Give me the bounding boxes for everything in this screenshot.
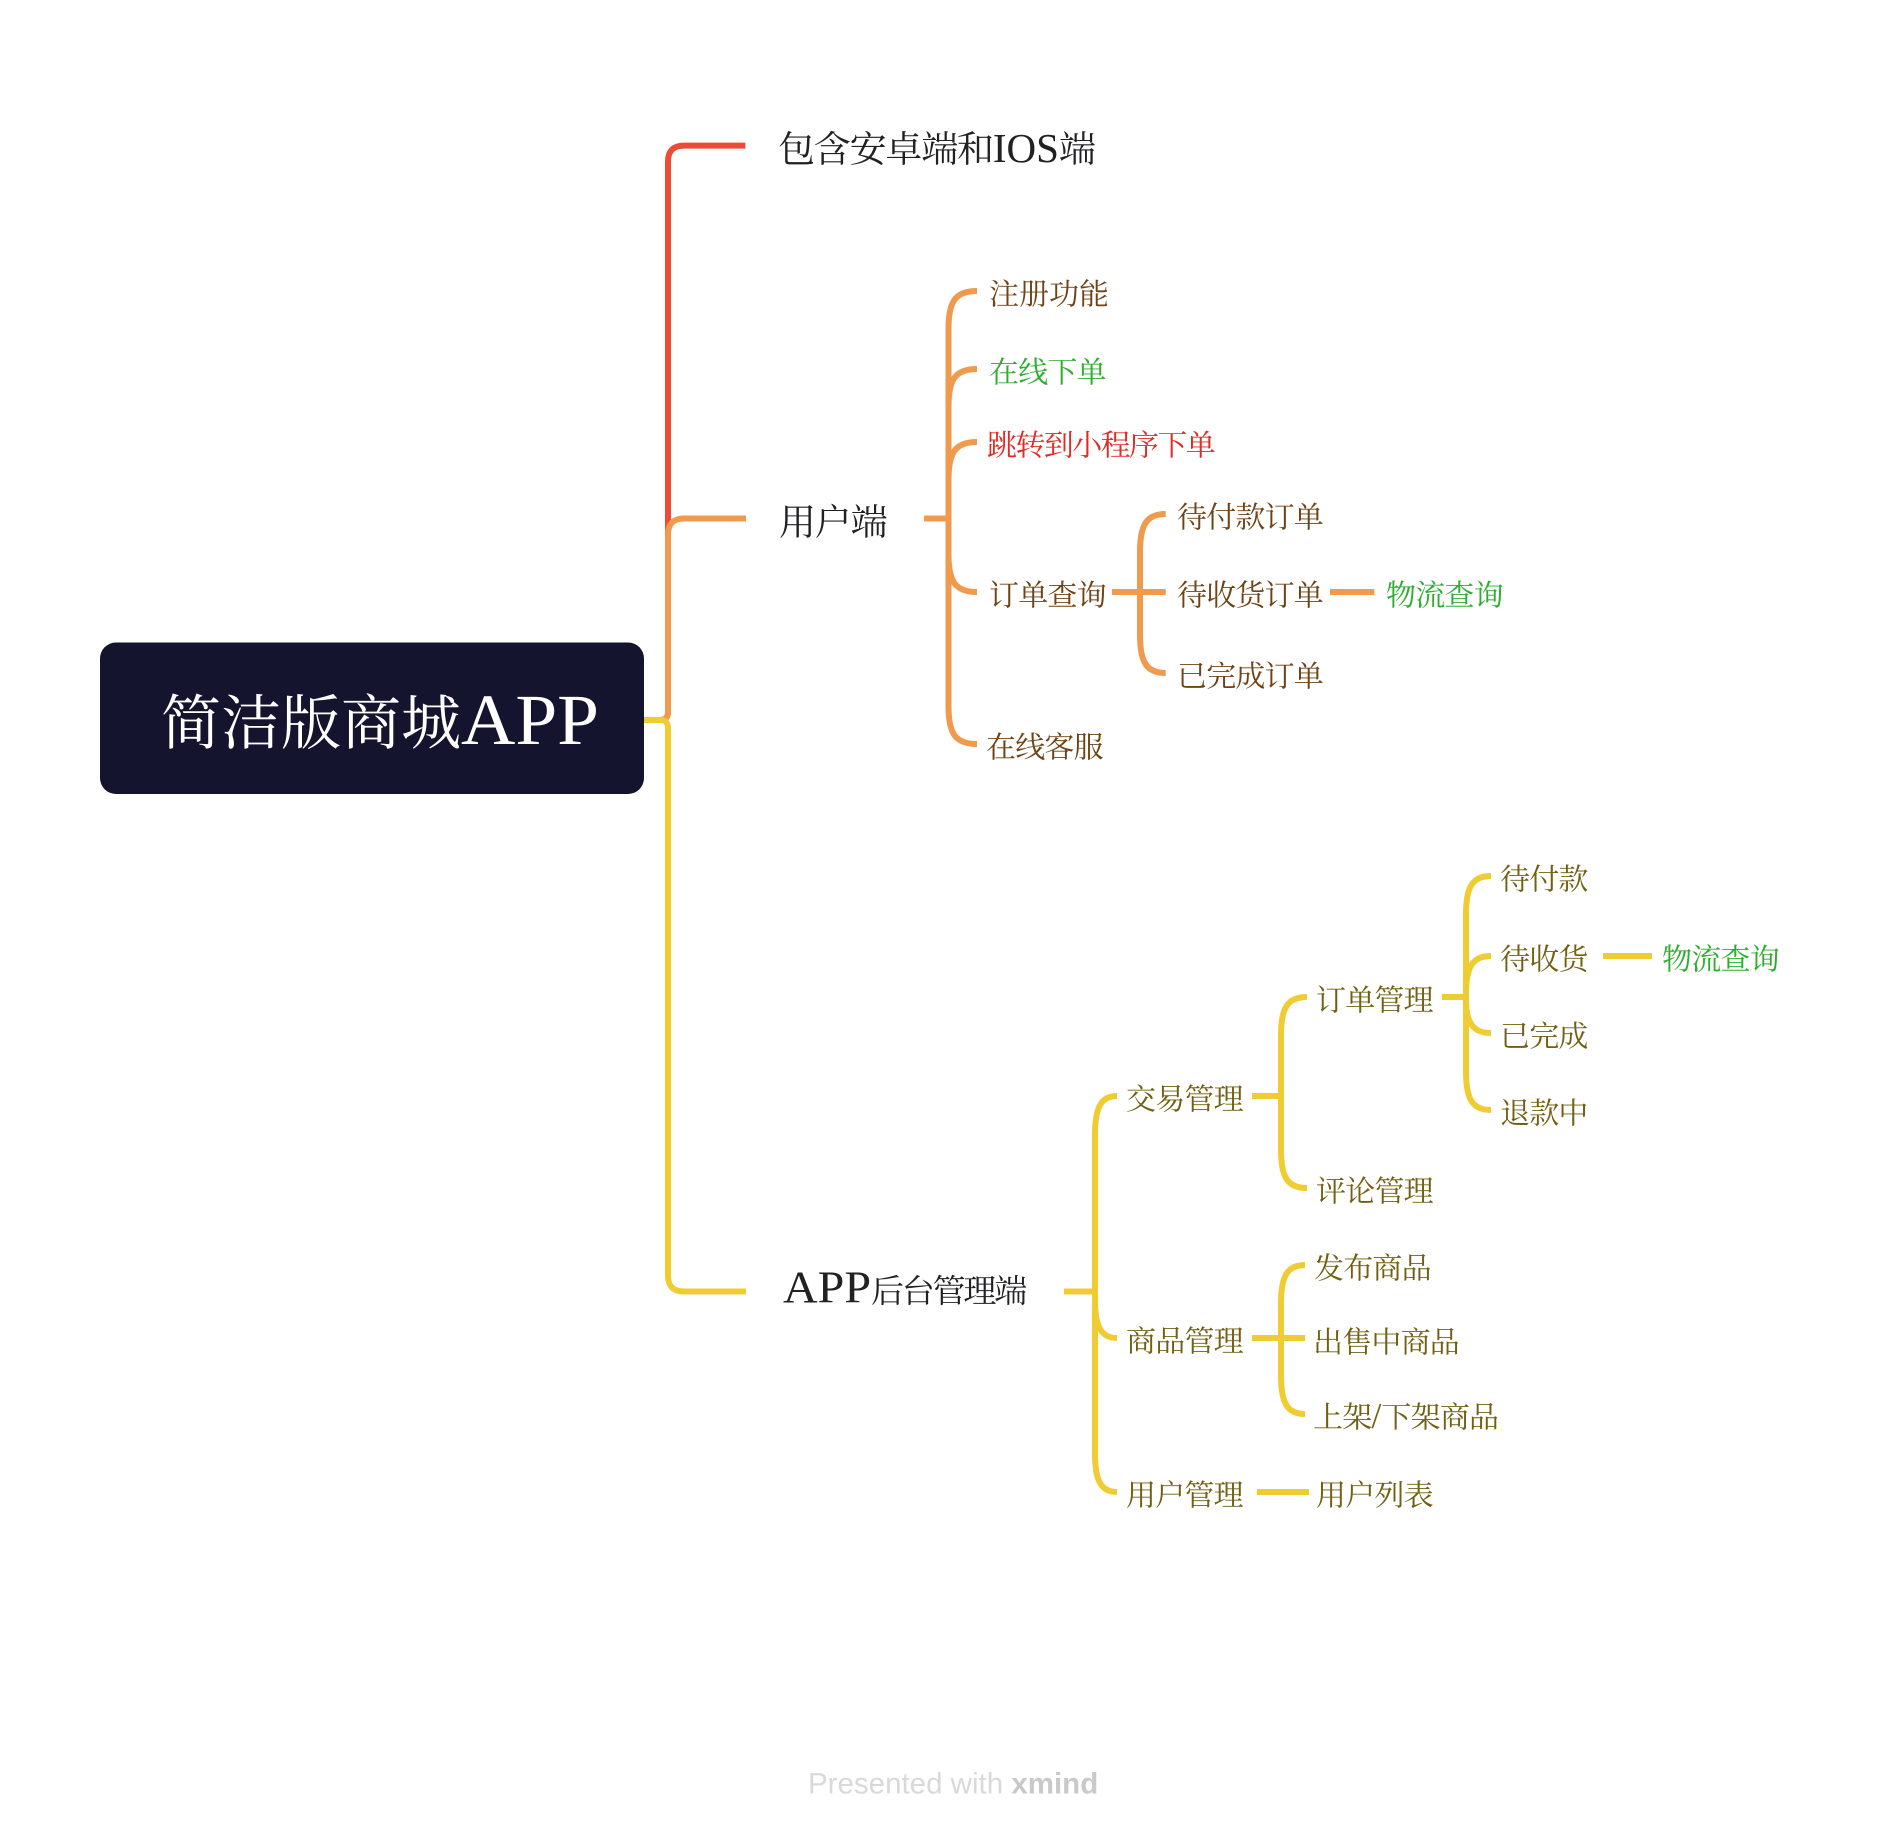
svg-text:待付款: 待付款	[1500, 855, 1588, 899]
svg-text:已完成: 已完成	[1500, 1012, 1588, 1056]
svg-text:Presented with xmind: Presented with xmind	[808, 1768, 1098, 1801]
svg-text:订单管理: 订单管理	[1316, 976, 1434, 1020]
svg-text:评论管理: 评论管理	[1316, 1167, 1434, 1211]
svg-text:包含安卓端和IOS端: 包含安卓端和IOS端	[778, 119, 1095, 173]
svg-text:用户端: 用户端	[779, 492, 887, 546]
svg-text:商品管理: 商品管理	[1126, 1317, 1244, 1361]
svg-text:用户列表: 用户列表	[1316, 1471, 1434, 1515]
svg-text:简洁版商城APP: 简洁版商城APP	[161, 676, 599, 762]
svg-text:交易管理: 交易管理	[1126, 1075, 1244, 1119]
svg-text:在线下单: 在线下单	[989, 348, 1106, 392]
svg-text:用户管理: 用户管理	[1126, 1471, 1244, 1515]
svg-text:发布商品: 发布商品	[1314, 1244, 1431, 1288]
svg-text:上架/下架商品: 上架/下架商品	[1313, 1393, 1498, 1437]
svg-text:已完成订单: 已完成订单	[1177, 652, 1323, 696]
svg-text:物流查询: 物流查询	[1662, 935, 1779, 979]
svg-text:APP后台管理端: APP后台管理端	[783, 1263, 1027, 1313]
svg-text:在线客服: 在线客服	[986, 723, 1104, 767]
svg-text:物流查询: 物流查询	[1386, 571, 1503, 615]
svg-text:跳转到小程序下单: 跳转到小程序下单	[987, 421, 1215, 465]
svg-text:待付款订单: 待付款订单	[1177, 493, 1323, 537]
svg-text:待收货订单: 待收货订单	[1177, 571, 1323, 615]
svg-text:待收货: 待收货	[1500, 935, 1588, 979]
svg-text:退款中: 退款中	[1500, 1089, 1588, 1133]
svg-text:出售中商品: 出售中商品	[1313, 1318, 1459, 1362]
svg-text:订单查询: 订单查询	[989, 571, 1106, 615]
svg-text:注册功能: 注册功能	[989, 270, 1109, 314]
